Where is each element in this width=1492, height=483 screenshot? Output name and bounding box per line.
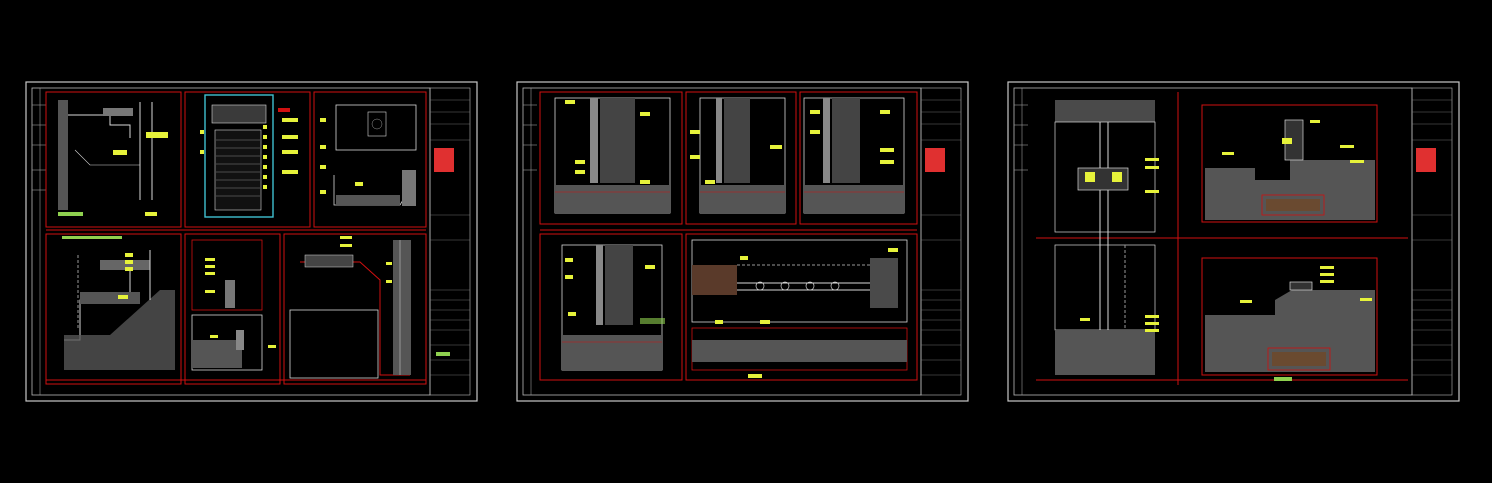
detail-curtain-wall bbox=[1054, 100, 1159, 375]
stamp-icon bbox=[434, 148, 454, 172]
viewport-frames bbox=[539, 91, 918, 381]
viewport-frames bbox=[1036, 92, 1408, 385]
sheet-border bbox=[1007, 81, 1460, 402]
detail-wall-d bbox=[561, 244, 665, 371]
detail-floor-a bbox=[1205, 119, 1375, 220]
binding-strip bbox=[32, 88, 46, 395]
viewport-frames bbox=[45, 91, 427, 385]
stamp-icon bbox=[1416, 148, 1436, 172]
detail-plan-b bbox=[200, 94, 298, 218]
title-block bbox=[1411, 87, 1453, 396]
detail-section-a bbox=[58, 100, 168, 216]
drawing-sheet-3[interactable] bbox=[1007, 81, 1460, 402]
detail-plan-e bbox=[691, 239, 908, 378]
detail-elevation-c bbox=[320, 104, 417, 206]
detail-section-f bbox=[289, 236, 411, 379]
stamp-icon bbox=[925, 148, 945, 172]
detail-floor-b bbox=[1205, 266, 1375, 381]
drawing-sheet-1[interactable] bbox=[25, 81, 478, 402]
detail-wall-b bbox=[690, 97, 786, 214]
sheet-border bbox=[25, 81, 478, 402]
sheet-border bbox=[516, 81, 969, 402]
binding-strip bbox=[1014, 88, 1028, 395]
detail-wall-a bbox=[554, 97, 671, 214]
title-block bbox=[429, 87, 471, 396]
title-block bbox=[920, 87, 962, 396]
detail-wall-c bbox=[803, 97, 905, 214]
binding-strip bbox=[523, 88, 537, 395]
drawing-sheet-2[interactable] bbox=[516, 81, 969, 402]
detail-section-e bbox=[191, 239, 276, 371]
detail-section-d bbox=[62, 236, 175, 370]
